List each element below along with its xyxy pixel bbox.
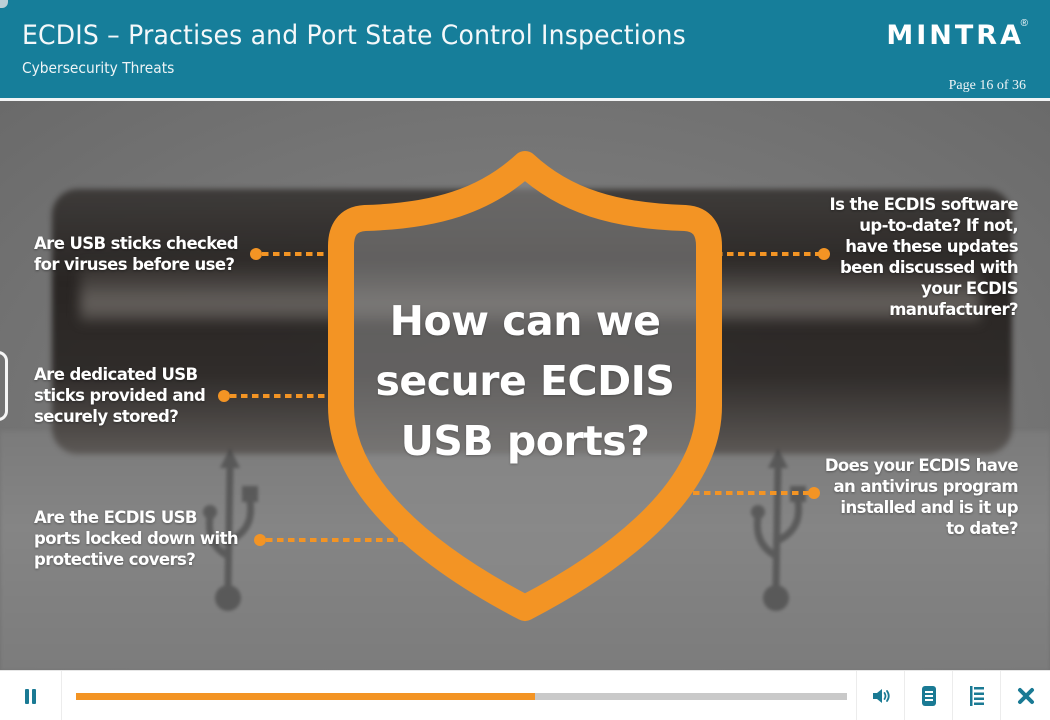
connector-dot: [808, 487, 820, 499]
connector-dot: [218, 390, 230, 402]
page-indicator: Page 16 of 36: [948, 78, 1026, 93]
connector-line: [716, 252, 822, 256]
callout-ports-locked-down: Are the ECDIS USB ports locked down with…: [34, 508, 239, 569]
mintra-logo: MINTRA: [886, 20, 1024, 51]
connector-dot: [254, 534, 266, 546]
pause-icon: [24, 688, 38, 704]
connector-line: [682, 491, 812, 495]
close-button[interactable]: [1000, 671, 1050, 720]
registered-mark: ®: [1020, 18, 1028, 29]
connector-line: [266, 538, 402, 542]
usb-symbol-icon: [203, 448, 258, 611]
shield-icon: [328, 151, 722, 621]
outline-list-icon: [969, 686, 984, 706]
connector-line: [230, 394, 334, 398]
menu-button[interactable]: [952, 671, 1000, 720]
pause-button[interactable]: [0, 671, 62, 720]
callout-antivirus-installed: Does your ECDIS have an antivirus progra…: [824, 456, 1019, 538]
progress-bar[interactable]: [76, 693, 847, 700]
progress-fill: [76, 693, 535, 700]
course-title: ECDIS – Practises and Port State Control…: [22, 20, 686, 51]
callout-software-up-to-date: Is the ECDIS software up-to-date? If not…: [829, 195, 1019, 319]
close-icon: [1017, 688, 1034, 704]
connector-dot: [250, 248, 262, 260]
central-question: How can we secure ECDIS USB ports?: [375, 297, 675, 465]
connector-line: [262, 252, 334, 256]
notes-button[interactable]: [904, 671, 952, 720]
callout-dedicated-usb-sticks: Are dedicated USB sticks provided and se…: [34, 365, 206, 426]
connector-dot: [818, 248, 830, 260]
volume-button[interactable]: [856, 671, 904, 720]
previous-slide-tab[interactable]: [0, 351, 8, 421]
speaker-icon: [872, 689, 890, 703]
section-subtitle: Cybersecurity Threats: [22, 59, 175, 77]
course-header: ECDIS – Practises and Port State Control…: [0, 0, 1050, 98]
header-divider: [0, 98, 1050, 101]
notes-icon: [921, 686, 936, 706]
usb-symbol-icon: [751, 448, 806, 611]
slide-stage: How can we secure ECDIS USB ports? Are U…: [0, 101, 1050, 670]
corner-handle[interactable]: [0, 0, 8, 8]
callout-usb-sticks-checked: Are USB sticks checked for viruses befor…: [34, 234, 239, 274]
